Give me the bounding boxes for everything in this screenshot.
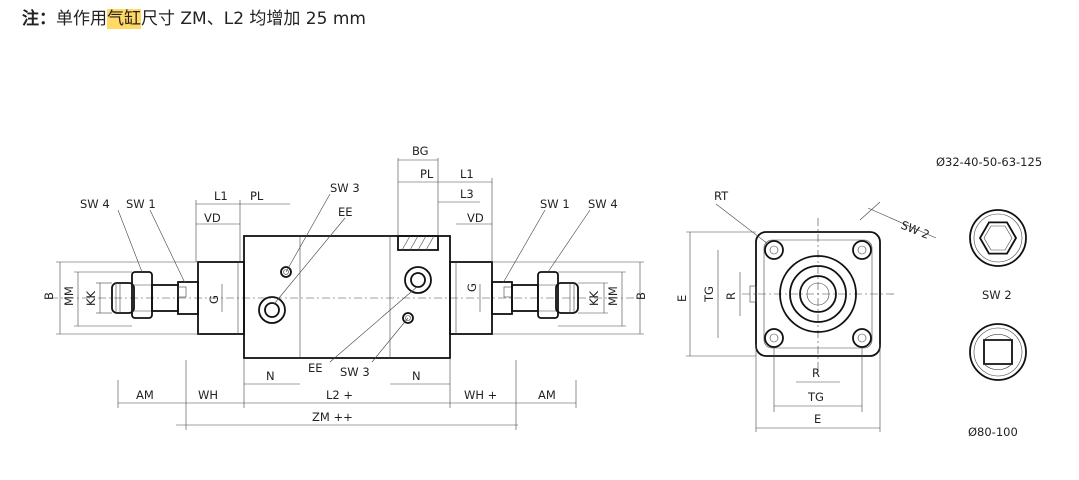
note-text-before: 单作用 bbox=[56, 9, 107, 29]
r-left-label: R bbox=[724, 292, 738, 300]
rt-label: RT bbox=[714, 189, 729, 203]
note-text-after: 尺寸 ZM、L2 均增加 25 mm bbox=[141, 9, 366, 29]
am-right-label: AM bbox=[538, 388, 556, 402]
kk-right-label: KK bbox=[587, 290, 601, 306]
pl-top-label: PL bbox=[250, 189, 264, 203]
g-right-label: G bbox=[465, 283, 479, 292]
kk-left-label: KK bbox=[84, 290, 98, 306]
b-right-label: B bbox=[634, 292, 648, 300]
sw1-left-label: SW 1 bbox=[126, 197, 156, 211]
nut-detail: Ø32-40-50-63-125 SW 2 Ø80-100 bbox=[936, 155, 1042, 439]
n-right-label: N bbox=[412, 369, 421, 383]
tg-bottom-label: TG bbox=[807, 390, 824, 404]
mm-right-label: MM bbox=[606, 286, 620, 306]
sw2-side-label: SW 2 bbox=[982, 288, 1012, 302]
note-label: 注： bbox=[22, 9, 56, 29]
sizes-large-label: Ø80-100 bbox=[968, 425, 1018, 439]
wh-left-label: WH bbox=[198, 388, 218, 402]
mm-left-label: MM bbox=[62, 286, 76, 306]
wh-right-label: WH + bbox=[464, 388, 497, 402]
side-view: SW 4 SW 1 L1 PL VD SW 3 EE BG PL L1 L3 V… bbox=[42, 144, 648, 430]
sw2-end-label: SW 2 bbox=[899, 218, 932, 242]
r-bottom-label: R bbox=[812, 366, 820, 380]
note-highlight: 气缸 bbox=[107, 9, 141, 29]
bg-label: BG bbox=[412, 144, 429, 158]
vd-right-label: VD bbox=[467, 211, 484, 225]
g-left-label: G bbox=[207, 295, 221, 304]
sw3-top-label: SW 3 bbox=[330, 181, 360, 195]
b-left-label: B bbox=[42, 292, 56, 300]
e-left-label: E bbox=[675, 295, 689, 302]
e-bottom-label: E bbox=[814, 412, 821, 426]
am-left-label: AM bbox=[136, 388, 154, 402]
sw3-bottom-label: SW 3 bbox=[340, 365, 370, 379]
ee-top-label: EE bbox=[338, 205, 353, 219]
sw4-left-label: SW 4 bbox=[80, 197, 110, 211]
zm-label: ZM ++ bbox=[312, 410, 353, 424]
pl-right-label: PL bbox=[420, 167, 434, 181]
l1-top-label: L1 bbox=[214, 189, 228, 203]
l2-label: L2 + bbox=[326, 388, 353, 402]
n-left-label: N bbox=[266, 369, 275, 383]
sw4-right-label: SW 4 bbox=[588, 197, 618, 211]
sw1-right-label: SW 1 bbox=[540, 197, 570, 211]
vd-left-label: VD bbox=[204, 211, 221, 225]
note-text: 注：单作用气缸尺寸 ZM、L2 均增加 25 mm bbox=[22, 4, 366, 29]
ee-bottom-label: EE bbox=[308, 361, 323, 375]
l1-right-label: L1 bbox=[460, 167, 474, 181]
sizes-small-label: Ø32-40-50-63-125 bbox=[936, 155, 1042, 169]
tg-left-label: TG bbox=[702, 286, 716, 303]
l3-label: L3 bbox=[460, 187, 474, 201]
end-view: RT SW 2 E TG R R TG E bbox=[675, 189, 937, 432]
